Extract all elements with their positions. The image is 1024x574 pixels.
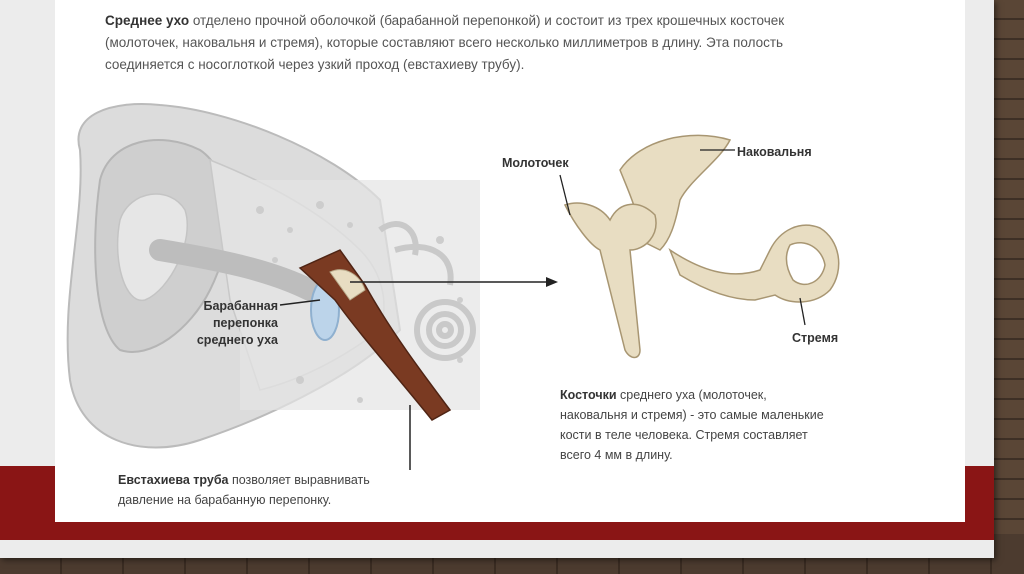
ossicles-caption-line3: кости в теле человека. Стремя составляет: [560, 428, 808, 442]
intro-paragraph: Среднее ухо отделено прочной оболочкой (…: [105, 10, 845, 76]
malleus-label: Молоточек: [502, 156, 569, 170]
eustachian-caption-line1: позволяет выравнивать: [228, 473, 370, 487]
cochlea-illustration: [378, 221, 476, 361]
eardrum-label-line2: перепонка: [212, 316, 278, 330]
eardrum-pointer: [279, 299, 321, 306]
ossicles-caption-line2: наковальня и стремя) - это самые маленьк…: [560, 408, 824, 422]
ossicles-caption-bold: Косточки: [560, 388, 617, 402]
ossicles-illustration: [563, 134, 840, 359]
outer-ear-illustration: [66, 103, 480, 449]
slide: Среднее ухо отделено прочной оболочкой (…: [0, 0, 994, 558]
eardrum-label-line1: Барабанная: [203, 299, 278, 313]
stapes-label: Стремя: [792, 331, 839, 345]
eustachian-caption-line2: давление на барабанную перепонку.: [118, 493, 332, 507]
ear-diagram: [66, 103, 840, 470]
eustachian-caption-bold: Евстахиева труба: [118, 473, 229, 487]
zoom-arrow-head: [546, 277, 558, 287]
ossicles-caption-line4: всего 4 мм в длину.: [560, 448, 673, 462]
eustachian-tube-illustration: [298, 249, 452, 421]
intro-bold: Среднее ухо: [105, 13, 190, 28]
eardrum-label-line3: среднего уха: [196, 333, 278, 347]
intro-text: отделено прочной оболочкой (барабанной п…: [105, 13, 785, 72]
eustachian-caption: Евстахиева труба позволяет выравнивать д…: [118, 470, 448, 510]
ossicles-caption-line1: среднего уха (молоточек,: [616, 388, 767, 402]
ossicles-caption: Косточки среднего уха (молоточек, накова…: [560, 385, 890, 465]
malleus-pointer: [559, 174, 571, 216]
eardrum-label: Барабанная перепонка среднего уха: [178, 298, 278, 349]
stapes-pointer: [799, 297, 806, 326]
brick-wall-right: [994, 0, 1024, 574]
incus-label: Наковальня: [737, 145, 812, 159]
